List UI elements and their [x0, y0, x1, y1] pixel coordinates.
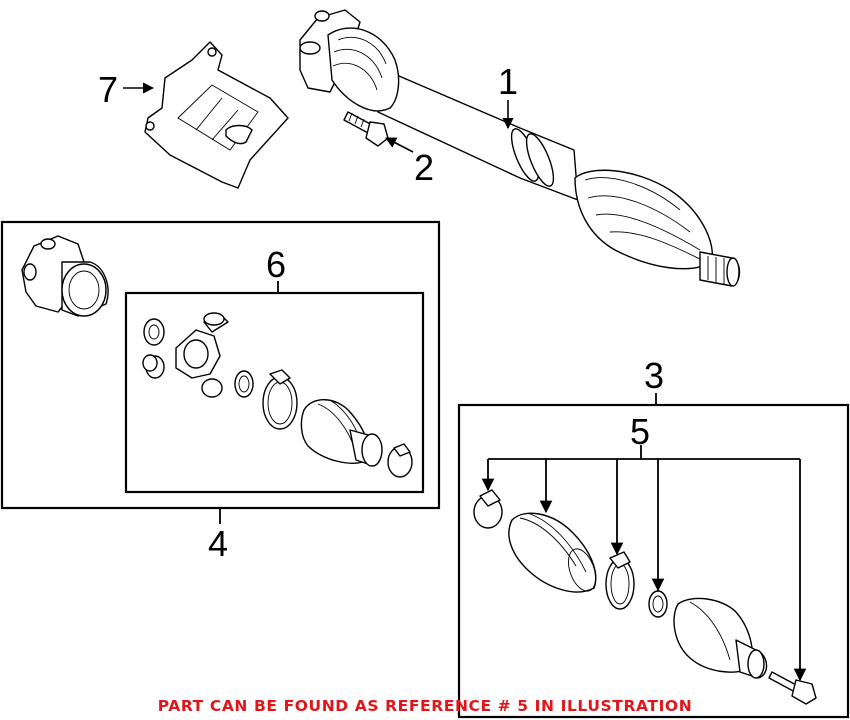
joint-kit-parts: [142, 312, 413, 478]
bolt-part: [343, 111, 389, 147]
leader-lines: [123, 82, 807, 682]
callout-6: 6: [266, 244, 286, 285]
callout-2: 2: [414, 147, 434, 188]
axle-shaft-assembly: [299, 9, 741, 287]
callout-1: 1: [498, 61, 518, 102]
callout-5: 5: [630, 411, 650, 452]
callout-7: 7: [98, 69, 118, 110]
boot-kit-box: [457, 403, 850, 719]
callout-4: 4: [208, 523, 228, 564]
heat-shield-part: [144, 41, 289, 189]
boot-kit-parts: [473, 489, 817, 705]
callout-3: 3: [644, 355, 664, 396]
inner-joint-housing: [21, 235, 109, 317]
joint-kit-box: [124, 291, 425, 494]
reference-note: PART CAN BE FOUND AS REFERENCE # 5 IN IL…: [158, 697, 693, 715]
